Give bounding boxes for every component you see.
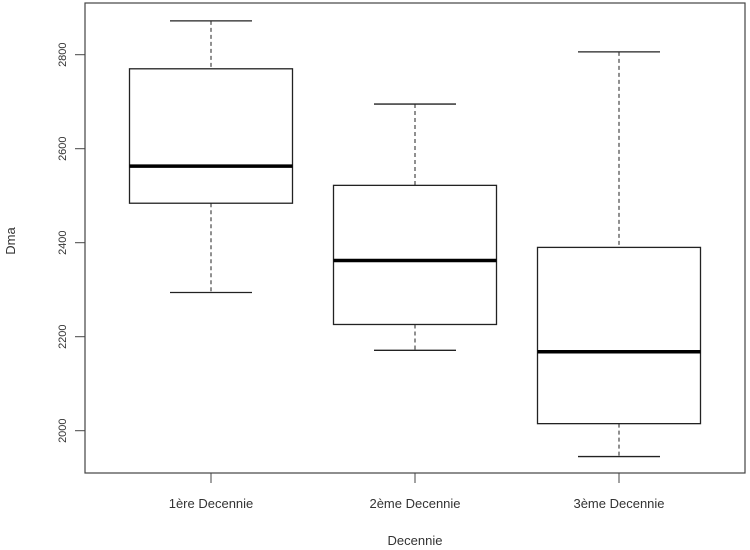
x-tick-label: 2ème Decennie — [369, 496, 460, 511]
x-axis: 1ère Decennie 2ème Decennie 3ème Decennie — [169, 473, 665, 511]
y-tick-label: 2200 — [57, 324, 69, 348]
box-2 — [332, 103, 498, 351]
y-tick-label: 2800 — [57, 42, 69, 66]
box-1 — [128, 20, 294, 294]
boxes — [128, 20, 702, 458]
x-tick-label: 3ème Decennie — [573, 496, 664, 511]
iqr-box — [536, 246, 702, 425]
x-axis-title: Decennie — [388, 533, 443, 548]
y-axis-title: Dma — [3, 227, 18, 255]
y-axis: 2000 2200 2400 2600 2800 — [57, 42, 85, 443]
iqr-box — [332, 184, 498, 326]
x-tick-label: 1ère Decennie — [169, 496, 254, 511]
box-3 — [536, 51, 702, 458]
y-tick-label: 2600 — [57, 136, 69, 160]
iqr-box — [128, 68, 294, 204]
y-tick-label: 2000 — [57, 418, 69, 442]
y-tick-label: 2400 — [57, 230, 69, 254]
